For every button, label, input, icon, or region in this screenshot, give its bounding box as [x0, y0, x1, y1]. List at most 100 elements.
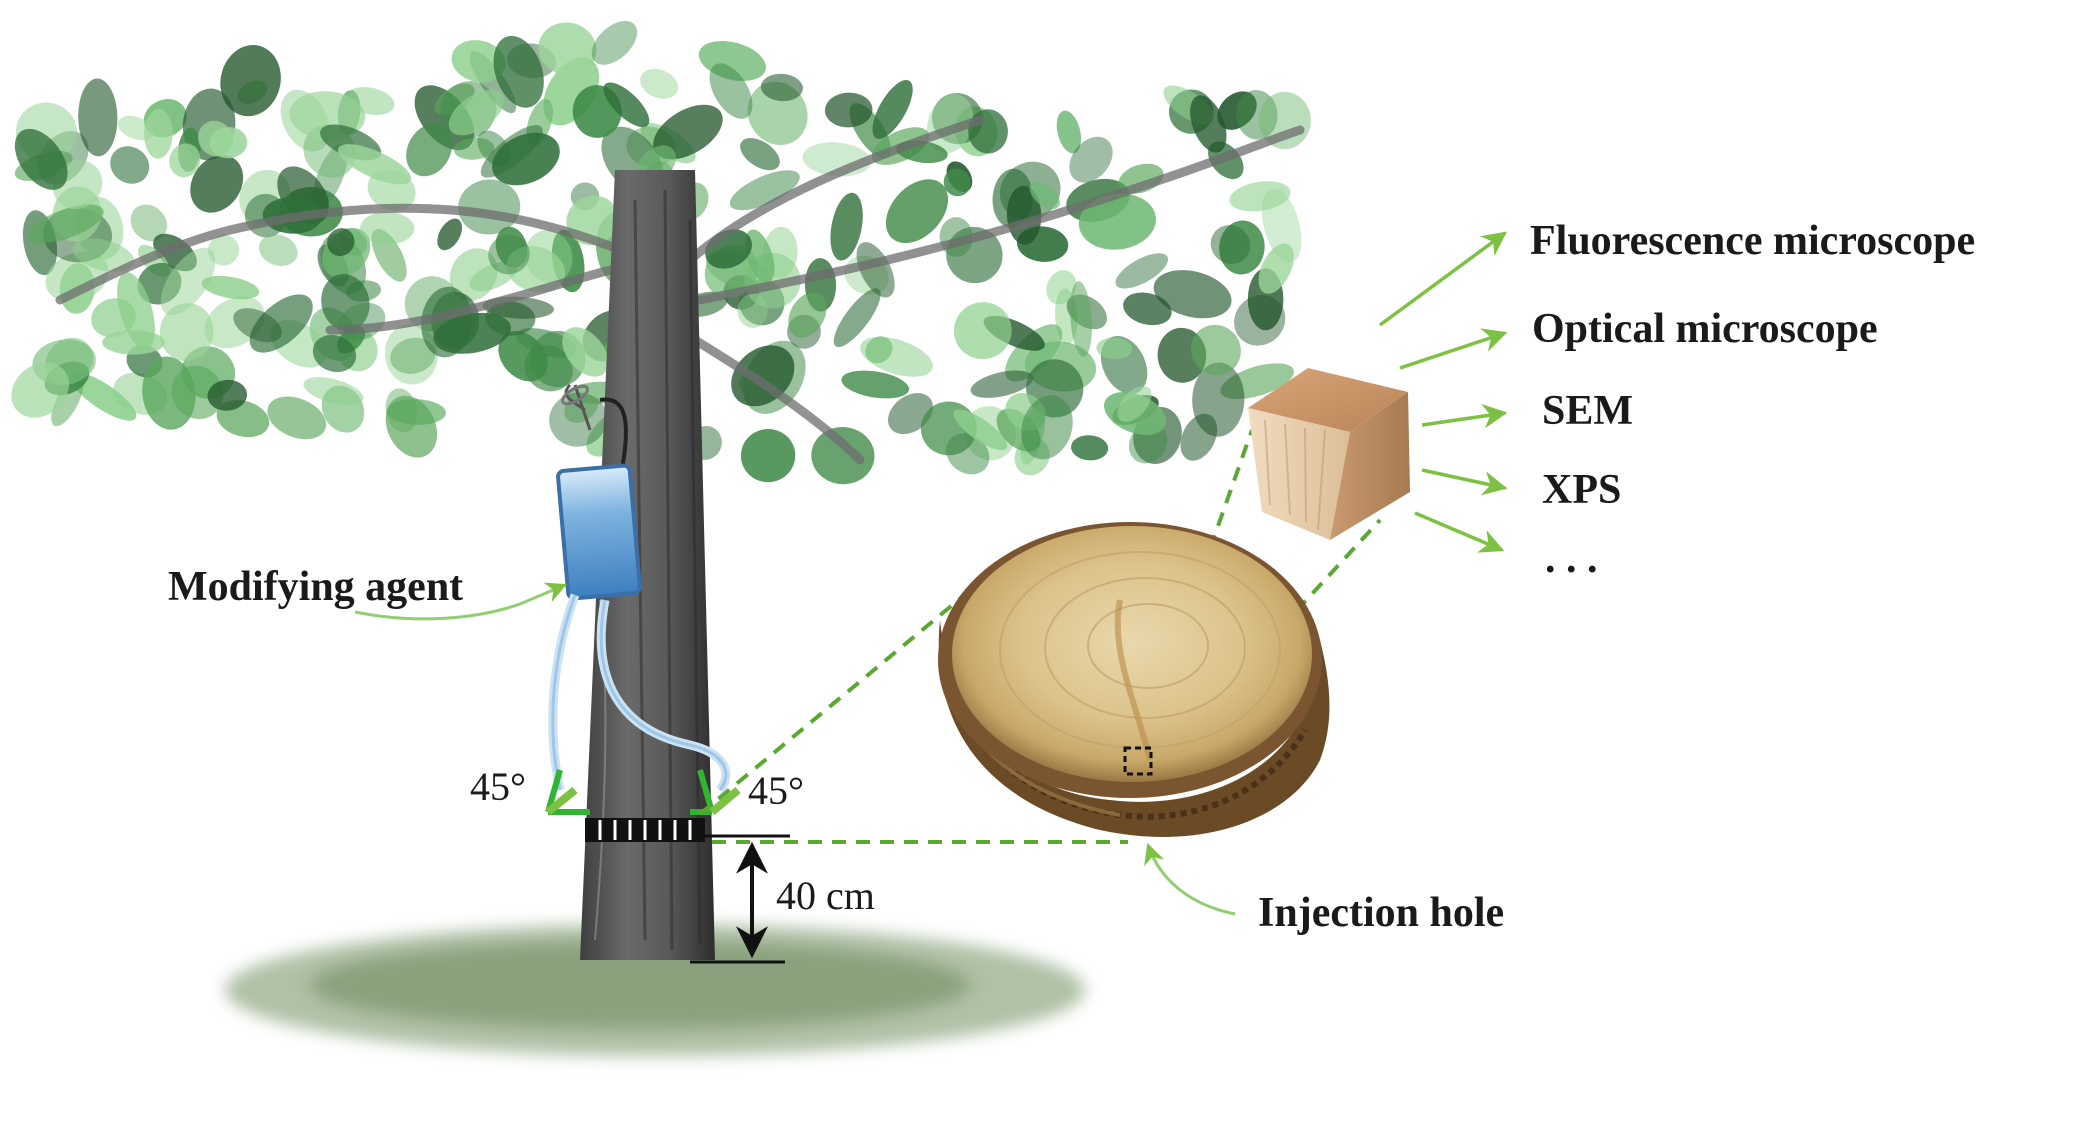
- foliage-blob: [943, 168, 971, 197]
- fluorescence-microscope-label: Fluorescence microscope: [1530, 218, 1975, 264]
- foliage-blob: [1261, 188, 1302, 263]
- modifying-agent-label: Modifying agent: [168, 564, 463, 610]
- foliage-blob: [190, 154, 244, 213]
- foliage-blob: [760, 73, 803, 102]
- tree-branches: [55, 115, 1305, 465]
- foliage-blob: [160, 247, 216, 316]
- foliage-blob: [538, 22, 597, 76]
- foliage-blob: [1234, 294, 1286, 346]
- foliage-blob: [1190, 95, 1227, 153]
- foliage-blob: [451, 40, 506, 83]
- foliage-blob: [788, 292, 827, 338]
- foliage-blob: [1071, 435, 1109, 461]
- foliage-blob: [1190, 324, 1241, 376]
- foliage-blob: [1005, 324, 1063, 382]
- foliage-blob: [448, 89, 504, 136]
- foliage-blob: [856, 242, 895, 298]
- foliage-blob: [27, 204, 104, 244]
- foliage-blob: [249, 294, 313, 353]
- foliage-blob: [1258, 243, 1294, 294]
- foliage-blob: [492, 132, 560, 186]
- foliage-blob: [953, 409, 1008, 451]
- foliage-blob: [872, 79, 913, 139]
- foliage-blob: [653, 104, 723, 160]
- foliage-blob: [970, 370, 1034, 398]
- foliage-blob: [198, 120, 234, 157]
- foliage-blob: [833, 288, 881, 348]
- foliage-blob: [860, 336, 933, 377]
- foliage-blob: [709, 63, 753, 119]
- foliage-blob: [406, 123, 453, 177]
- foliage-blob: [811, 426, 875, 485]
- foliage-blob: [303, 377, 364, 406]
- ground-shadow: [225, 924, 1085, 1056]
- foliage-blob: [267, 396, 327, 440]
- callout-pointers: [354, 582, 1236, 916]
- iv-bag-icon: [548, 383, 731, 793]
- foliage-blob: [72, 238, 134, 272]
- foliage-blob: [1096, 337, 1133, 360]
- foliage-blob: [493, 35, 544, 108]
- foliage-blob: [1046, 269, 1077, 305]
- foliage-blob: [11, 362, 70, 418]
- foliage-blob: [233, 308, 282, 343]
- foliage-blob: [1229, 181, 1291, 212]
- foliage-blob: [841, 370, 910, 399]
- foliage-blob: [549, 392, 608, 447]
- foliage-blob: [171, 365, 224, 420]
- foliage-blob: [1153, 270, 1232, 319]
- foliage-blob: [169, 143, 201, 178]
- foliage-blob: [1070, 281, 1092, 357]
- trunk-cross-section: [938, 522, 1330, 837]
- height-label: 40 cm: [776, 873, 875, 918]
- foliage-blob: [603, 82, 650, 128]
- foliage-blob: [338, 144, 412, 185]
- foliage-blob: [258, 234, 298, 266]
- foliage-blob: [740, 428, 796, 483]
- foliage-blob: [201, 275, 260, 300]
- foliage-blob: [207, 234, 240, 266]
- foliage-blob: [1056, 110, 1082, 154]
- foliage-blob: [740, 138, 780, 171]
- foliage-blob: [78, 78, 118, 157]
- foliage-blob: [1180, 413, 1218, 461]
- optical-microscope-label: Optical microscope: [1532, 306, 1878, 352]
- analysis-arrows: [1378, 231, 1508, 553]
- foliage-blob: [591, 20, 638, 65]
- foliage-blob: [1210, 224, 1251, 265]
- foliage-blob: [1235, 90, 1278, 140]
- foliage-blob: [204, 296, 265, 349]
- foliage-blob: [824, 92, 873, 128]
- foliage-blob: [1021, 395, 1073, 460]
- foliage-blob: [449, 248, 498, 301]
- injection-band: [585, 818, 705, 842]
- foliage-blob: [312, 334, 357, 373]
- foliage-blob: [117, 115, 155, 141]
- foliage-blob: [729, 170, 800, 211]
- foliage-blob: [946, 433, 990, 475]
- foliage-blob: [117, 272, 155, 350]
- xps-label: XPS: [1542, 467, 1621, 513]
- injection-hole-label: Injection hole: [1258, 890, 1504, 936]
- foliage-blob: [220, 44, 281, 117]
- sem-label: SEM: [1542, 388, 1633, 434]
- foliage-blob: [745, 229, 775, 284]
- foliage-blob: [830, 192, 863, 261]
- foliage-blob: [1078, 193, 1156, 250]
- foliage-blob: [321, 273, 370, 332]
- foliage-blob: [360, 211, 415, 245]
- foliage-blob: [421, 286, 473, 358]
- foliage-blob: [14, 128, 68, 190]
- more-methods-ellipsis: . . .: [1545, 536, 1598, 582]
- wood-sample-cube: [1248, 368, 1410, 540]
- foliage-blob: [110, 146, 150, 184]
- foliage-blob: [144, 108, 173, 159]
- foliage-blob: [953, 302, 1012, 360]
- height-dimension: [690, 834, 790, 964]
- foliage-blob: [69, 372, 137, 421]
- angle-right-label: 45°: [748, 768, 804, 813]
- foliage-blob: [207, 379, 248, 411]
- foliage-blob: [640, 68, 679, 99]
- foliage-blob: [488, 234, 530, 275]
